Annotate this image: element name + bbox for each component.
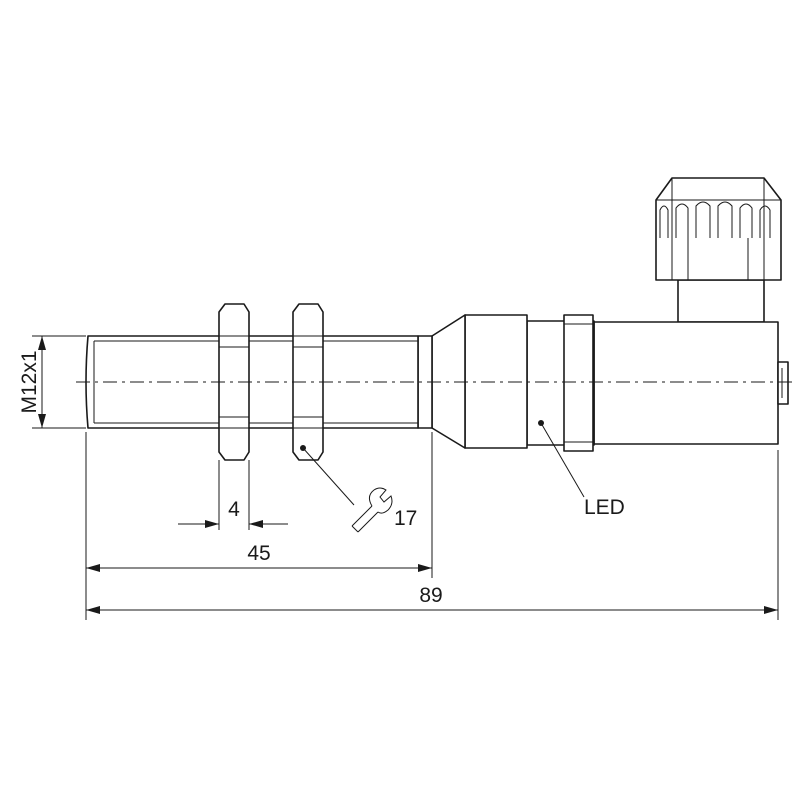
thread-label: M12x1 bbox=[18, 350, 41, 413]
threaded-length-label: 45 bbox=[247, 542, 270, 565]
led-callout bbox=[538, 420, 585, 498]
nut-width-label: 4 bbox=[228, 498, 240, 521]
threaded-length-dimension bbox=[85, 432, 433, 620]
total-length-label: 89 bbox=[419, 584, 442, 607]
wrench-callout bbox=[300, 445, 355, 506]
hex-nut-2 bbox=[292, 303, 324, 461]
nut-width-dimension bbox=[178, 460, 288, 530]
wrench-icon bbox=[351, 487, 393, 533]
connector bbox=[655, 177, 782, 323]
thread-dimension bbox=[32, 335, 86, 429]
wrench-size-label: 17 bbox=[394, 507, 417, 530]
sensor-housing bbox=[417, 314, 789, 452]
hex-nut-1 bbox=[218, 303, 250, 461]
total-length-dimension bbox=[86, 450, 779, 620]
led-label: LED bbox=[584, 496, 625, 519]
